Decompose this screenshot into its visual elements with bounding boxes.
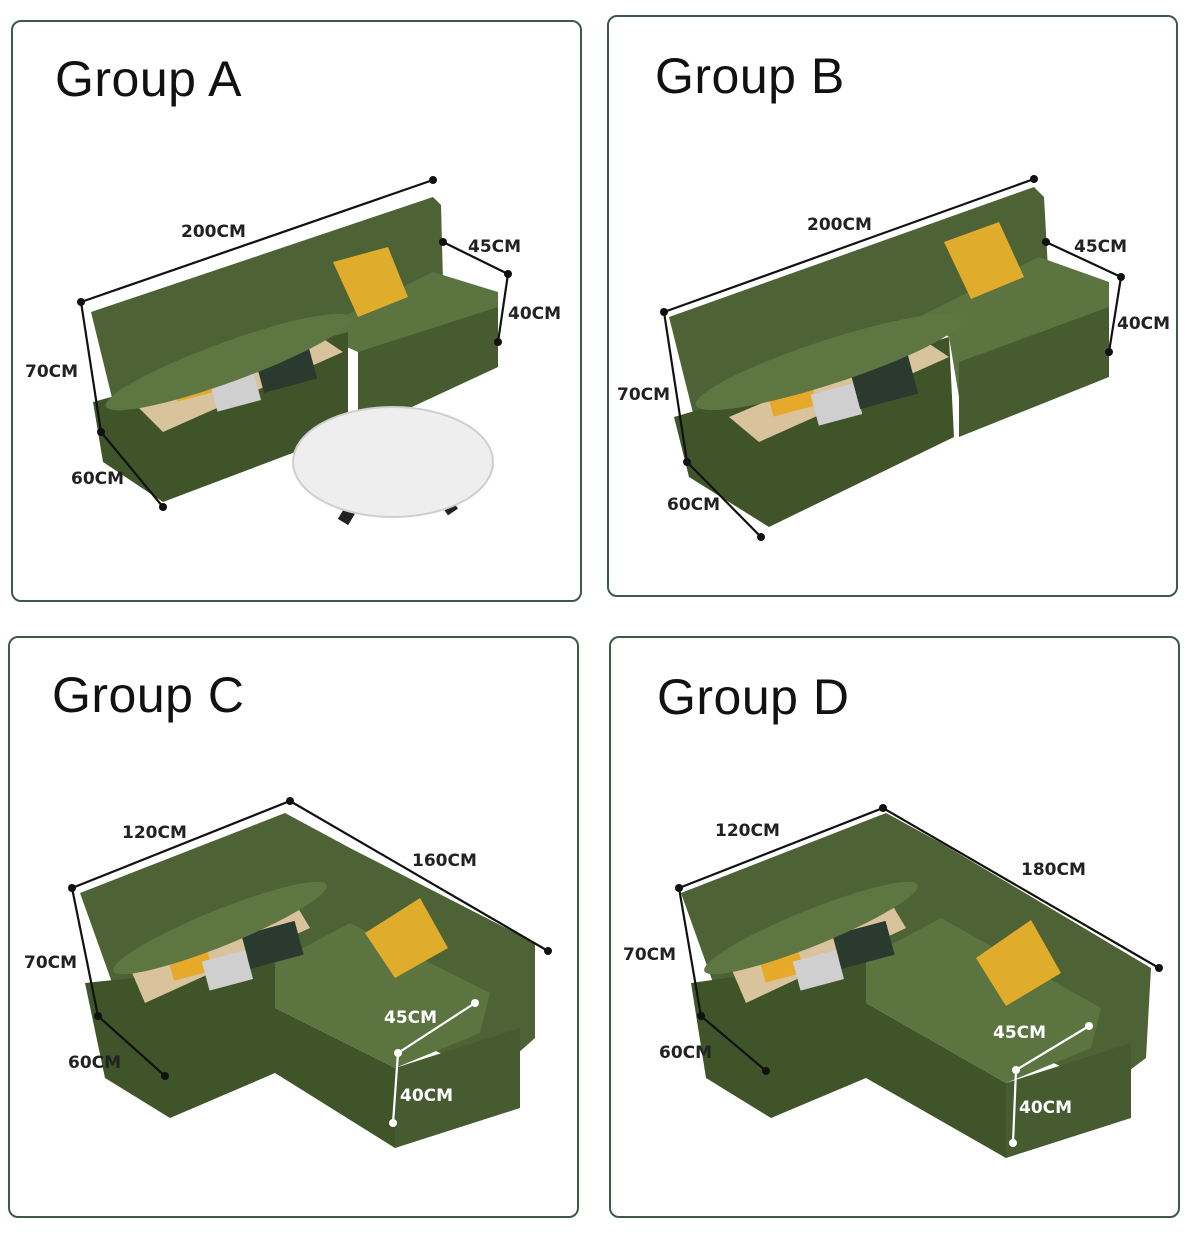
- dim-seat-height: 40CM: [1019, 1098, 1072, 1118]
- dim-depth-side: 45CM: [468, 237, 521, 257]
- sofa-seat: [275, 923, 490, 1068]
- storage-item: [832, 920, 895, 969]
- sofa-seat-front: [959, 307, 1109, 437]
- lifted-cushion: [113, 881, 327, 975]
- dim-dot: [161, 1072, 169, 1080]
- dim-depth: 60CM: [659, 1043, 712, 1063]
- dim-depth-side: 45CM: [1074, 237, 1127, 257]
- dim-line: [442, 241, 509, 275]
- group-title: Group D: [657, 669, 850, 725]
- dim-dot: [1042, 238, 1050, 246]
- sofa-illustration: 200CM 45CM 40CM 70CM 60CM: [617, 175, 1170, 541]
- dim-length: 200CM: [181, 222, 246, 242]
- dim-length: 120CM: [715, 821, 780, 841]
- dim-line: [397, 1002, 476, 1054]
- dim-back-height: 70CM: [24, 953, 77, 973]
- sofa-seat-front: [866, 1003, 1006, 1158]
- sofa-illustration: 120CM 180CM 70CM 60CM 45CM 40CM: [623, 804, 1163, 1158]
- dim-dot: [389, 1119, 397, 1127]
- dim-line: [1011, 1069, 1018, 1144]
- pillow: [944, 222, 1024, 299]
- dim-length: 200CM: [807, 215, 872, 235]
- dim-dot: [1155, 964, 1163, 972]
- dim-dot: [1009, 1139, 1017, 1147]
- sofa-seat-side: [395, 1028, 520, 1148]
- dim-dot: [286, 797, 294, 805]
- coffee-table: [292, 406, 494, 518]
- sofa-illustration: 120CM 160CM 70CM 60CM 45CM 40CM: [24, 797, 552, 1148]
- lifted-cushion: [695, 313, 963, 411]
- sofa-seat: [866, 918, 1101, 1083]
- pillow: [976, 920, 1061, 1006]
- group-b-panel: Group B 200CM 45CM 40CM 70CM 60CM: [607, 15, 1178, 597]
- dim-back-height: 70CM: [617, 385, 670, 405]
- sofa-base-front: [691, 958, 866, 1118]
- group-d-panel: Group D 120CM 180CM 70CM 60CM 45CM 40CM: [609, 636, 1180, 1218]
- dim-line: [391, 1052, 400, 1124]
- pillow: [365, 898, 448, 978]
- dim-line: [496, 273, 510, 343]
- sofa-seat-front: [358, 307, 498, 432]
- dim-line: [686, 461, 762, 538]
- sofa-base-front: [85, 963, 275, 1118]
- dim-line: [1107, 276, 1123, 353]
- dim-dot: [429, 176, 437, 184]
- dim-line: [662, 311, 689, 463]
- dim-dot: [1105, 348, 1113, 356]
- group-a-panel: Group A 200CM 45CM 40CM 70: [11, 20, 582, 602]
- group-title: Group C: [52, 667, 245, 723]
- dim-dot: [879, 804, 887, 812]
- dim-side-length: 160CM: [412, 851, 477, 871]
- lifted-cushion: [105, 313, 351, 411]
- dim-line: [663, 177, 1035, 314]
- dim-length: 120CM: [122, 823, 187, 843]
- dim-line: [70, 887, 100, 1017]
- dim-side-length: 180CM: [1021, 860, 1086, 880]
- storage-item: [792, 950, 845, 991]
- dim-line: [700, 1015, 767, 1072]
- pillow: [333, 247, 408, 317]
- storage-item: [810, 383, 863, 426]
- dim-line: [97, 1015, 166, 1077]
- sofa-illustration: 200CM 45CM 40CM 70CM 60CM: [25, 176, 561, 526]
- dim-seat-depth: 45CM: [384, 1008, 437, 1028]
- dim-dot: [544, 947, 552, 955]
- dim-dot: [762, 1067, 770, 1075]
- dim-dot: [159, 503, 167, 511]
- dim-dot: [439, 238, 447, 246]
- dim-line: [677, 887, 703, 1017]
- dim-line: [100, 431, 164, 508]
- group-title: Group B: [655, 48, 845, 104]
- storage-item: [201, 950, 254, 991]
- dim-depth: 60CM: [71, 469, 124, 489]
- dim-line: [1045, 241, 1122, 278]
- dim-seat-depth: 45CM: [993, 1023, 1046, 1043]
- group-c-panel: Group C 120CM 160CM 70CM 60CM 45CM 40CM: [8, 636, 579, 1218]
- dim-depth: 60CM: [667, 495, 720, 515]
- storage-item: [241, 920, 304, 969]
- dim-depth: 60CM: [68, 1053, 121, 1073]
- group-title: Group A: [55, 51, 242, 107]
- dim-dot: [1085, 1022, 1093, 1030]
- dim-dot: [494, 338, 502, 346]
- lifted-cushion: [704, 881, 918, 975]
- dim-line: [80, 178, 434, 304]
- sofa-seat-front: [275, 1008, 395, 1148]
- dim-dot: [471, 999, 479, 1007]
- dim-seat-height: 40CM: [1117, 314, 1170, 334]
- dim-back-height: 70CM: [25, 362, 78, 382]
- sofa-back: [91, 197, 443, 402]
- dim-seat-height: 40CM: [400, 1086, 453, 1106]
- dim-line: [1015, 1025, 1090, 1071]
- dim-seat-height: 40CM: [508, 304, 561, 324]
- sofa-seat-side: [1006, 1043, 1131, 1158]
- dim-back-height: 70CM: [623, 945, 676, 965]
- dim-line: [79, 301, 103, 433]
- dim-dot: [1030, 175, 1038, 183]
- dim-dot: [757, 533, 765, 541]
